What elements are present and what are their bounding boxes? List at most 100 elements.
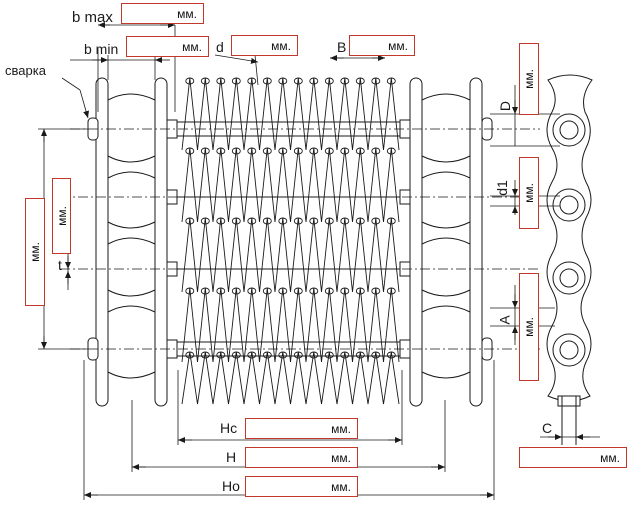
mesh-loop	[340, 217, 350, 225]
mesh-loop	[185, 147, 195, 155]
mesh-loop	[386, 287, 396, 295]
mesh-loop	[371, 351, 381, 359]
mesh-loop	[386, 147, 396, 155]
mesh-loop	[200, 77, 210, 85]
label-t: t	[58, 257, 62, 273]
dimension-lines	[38, 22, 600, 500]
label-B: B	[337, 39, 347, 55]
mesh-loop	[386, 217, 396, 225]
mesh-loop	[371, 217, 381, 225]
mesh-loop	[216, 351, 226, 359]
label-A: A	[496, 315, 513, 325]
B-field[interactable]: мм.	[349, 35, 415, 56]
t-field[interactable]: мм.	[52, 178, 71, 254]
mesh-loop	[309, 147, 319, 155]
mesh-loop	[247, 217, 257, 225]
label-d: d	[216, 39, 224, 55]
mesh-loop	[309, 77, 319, 85]
mesh-loop	[355, 217, 365, 225]
b-min-field[interactable]: мм.	[126, 36, 209, 57]
label-d1: d1	[493, 180, 510, 196]
wire-mesh	[181, 77, 400, 405]
chain-side-view	[546, 74, 593, 445]
mesh-loop	[324, 217, 334, 225]
cross-rods	[176, 121, 401, 357]
mesh-loop	[231, 77, 241, 85]
label-b-min: b min	[84, 41, 119, 57]
mesh-loop	[355, 287, 365, 295]
mesh-loop	[355, 147, 365, 155]
mesh-loop	[371, 287, 381, 295]
mesh-loop	[293, 217, 303, 225]
C-field[interactable]: мм.	[519, 447, 627, 468]
mesh-loop	[293, 287, 303, 295]
mesh-loop	[185, 77, 195, 85]
right-outer-plates	[399, 77, 493, 407]
Hc-field[interactable]: мм.	[245, 418, 358, 439]
mesh-row	[181, 217, 400, 293]
mesh-loop	[200, 351, 210, 359]
mesh-loop	[247, 147, 257, 155]
mesh-row	[181, 147, 400, 223]
mesh-loop	[200, 147, 210, 155]
label-Hc: Hc	[220, 420, 238, 436]
mesh-loop	[185, 351, 195, 359]
mesh-loop	[386, 351, 396, 359]
mesh-loop	[293, 147, 303, 155]
mesh-loop	[200, 287, 210, 295]
mesh-loop	[231, 287, 241, 295]
mesh-loop	[200, 217, 210, 225]
mesh-loop	[247, 77, 257, 85]
mesh-loop	[278, 351, 288, 359]
mesh-loop	[216, 217, 226, 225]
mesh-loop	[231, 147, 241, 155]
label-Ho: Ho	[222, 478, 240, 494]
mesh-loop	[309, 217, 319, 225]
mesh-loop	[216, 287, 226, 295]
mesh-loop	[309, 351, 319, 359]
mesh-loop	[247, 351, 257, 359]
mesh-loop	[278, 217, 288, 225]
label-b-max: b max	[72, 9, 113, 26]
mesh-loop	[324, 147, 334, 155]
mesh-loop	[247, 287, 257, 295]
d1-field[interactable]: мм.	[519, 157, 539, 229]
mesh-loop	[324, 287, 334, 295]
mesh-loop	[262, 147, 272, 155]
mesh-loop	[324, 351, 334, 359]
label-D: D	[497, 100, 514, 112]
mesh-loop	[185, 217, 195, 225]
b-max-field[interactable]: мм.	[121, 3, 204, 24]
mesh-loop	[386, 77, 396, 85]
D-field[interactable]: мм.	[519, 43, 539, 115]
T-field[interactable]: мм.	[25, 198, 45, 306]
mesh-row	[181, 77, 400, 151]
mesh-loop	[278, 147, 288, 155]
Ho-field[interactable]: мм.	[245, 476, 358, 497]
mesh-loop	[293, 77, 303, 85]
mesh-loop	[309, 287, 319, 295]
center-lines	[60, 128, 540, 350]
mesh-loop	[262, 287, 272, 295]
left-outer-plates	[87, 77, 178, 407]
mesh-loop	[324, 77, 334, 85]
label-weld: сварка	[5, 63, 46, 78]
mesh-loop	[185, 287, 195, 295]
mesh-loop	[216, 77, 226, 85]
mesh-loop	[262, 351, 272, 359]
H-field[interactable]: мм.	[245, 447, 358, 468]
label-H: H	[226, 449, 237, 465]
mesh-loop	[355, 77, 365, 85]
mesh-loop	[340, 77, 350, 85]
mesh-loop	[278, 77, 288, 85]
mesh-loop	[262, 77, 272, 85]
d-field[interactable]: мм.	[231, 35, 298, 56]
mesh-loop	[231, 351, 241, 359]
mesh-loop	[340, 147, 350, 155]
mesh-loop	[278, 287, 288, 295]
A-field[interactable]: мм.	[519, 273, 539, 381]
mesh-loop	[371, 147, 381, 155]
mesh-loop	[216, 147, 226, 155]
mesh-loop	[371, 77, 381, 85]
mesh-loop	[340, 287, 350, 295]
